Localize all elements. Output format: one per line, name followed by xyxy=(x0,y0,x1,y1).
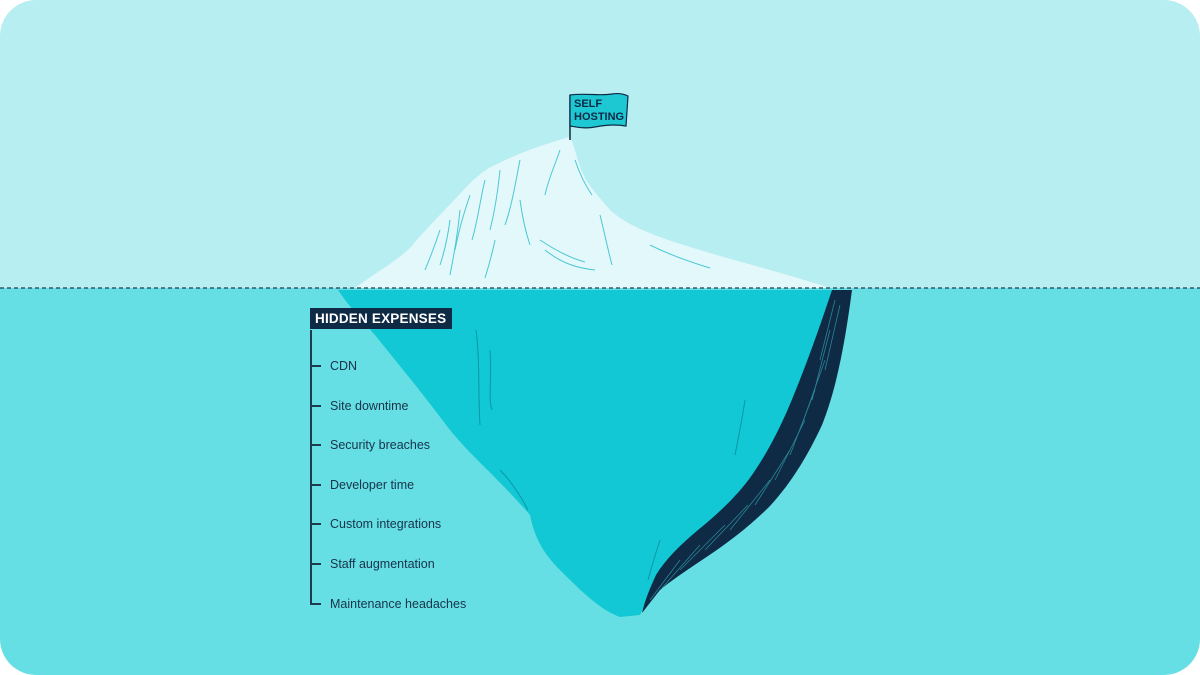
list-item-label: Site downtime xyxy=(330,399,409,413)
list-tick xyxy=(310,484,321,486)
list-item-label: Security breaches xyxy=(330,438,431,452)
list-item-label: Custom integrations xyxy=(330,517,442,531)
list-item-label: CDN xyxy=(330,359,358,373)
list-tick xyxy=(310,523,321,525)
iceberg-tip xyxy=(355,137,830,288)
list-item-label: Staff augmentation xyxy=(330,557,435,571)
list-item-label: Maintenance headaches xyxy=(330,597,467,611)
iceberg-cracks xyxy=(475,329,746,581)
flag-cloth xyxy=(569,93,629,129)
list-rail xyxy=(310,330,312,605)
iceberg-shadow-side xyxy=(642,290,852,613)
iceberg-shadow-hatching xyxy=(649,299,841,601)
list-tick xyxy=(310,603,321,605)
iceberg-tip-strokes xyxy=(424,149,711,279)
list-tick xyxy=(310,444,321,446)
list-tick xyxy=(310,405,321,407)
flag-text-line2: HOSTING xyxy=(574,111,624,123)
list-item-label: Developer time xyxy=(330,478,415,492)
list-tick xyxy=(310,563,321,565)
list-tick xyxy=(310,365,321,367)
flag-text-line1: SELF xyxy=(574,98,602,110)
self-hosting-flag: SELF HOSTING xyxy=(569,93,629,140)
hidden-expenses-title: HIDDEN EXPENSES xyxy=(310,308,453,329)
